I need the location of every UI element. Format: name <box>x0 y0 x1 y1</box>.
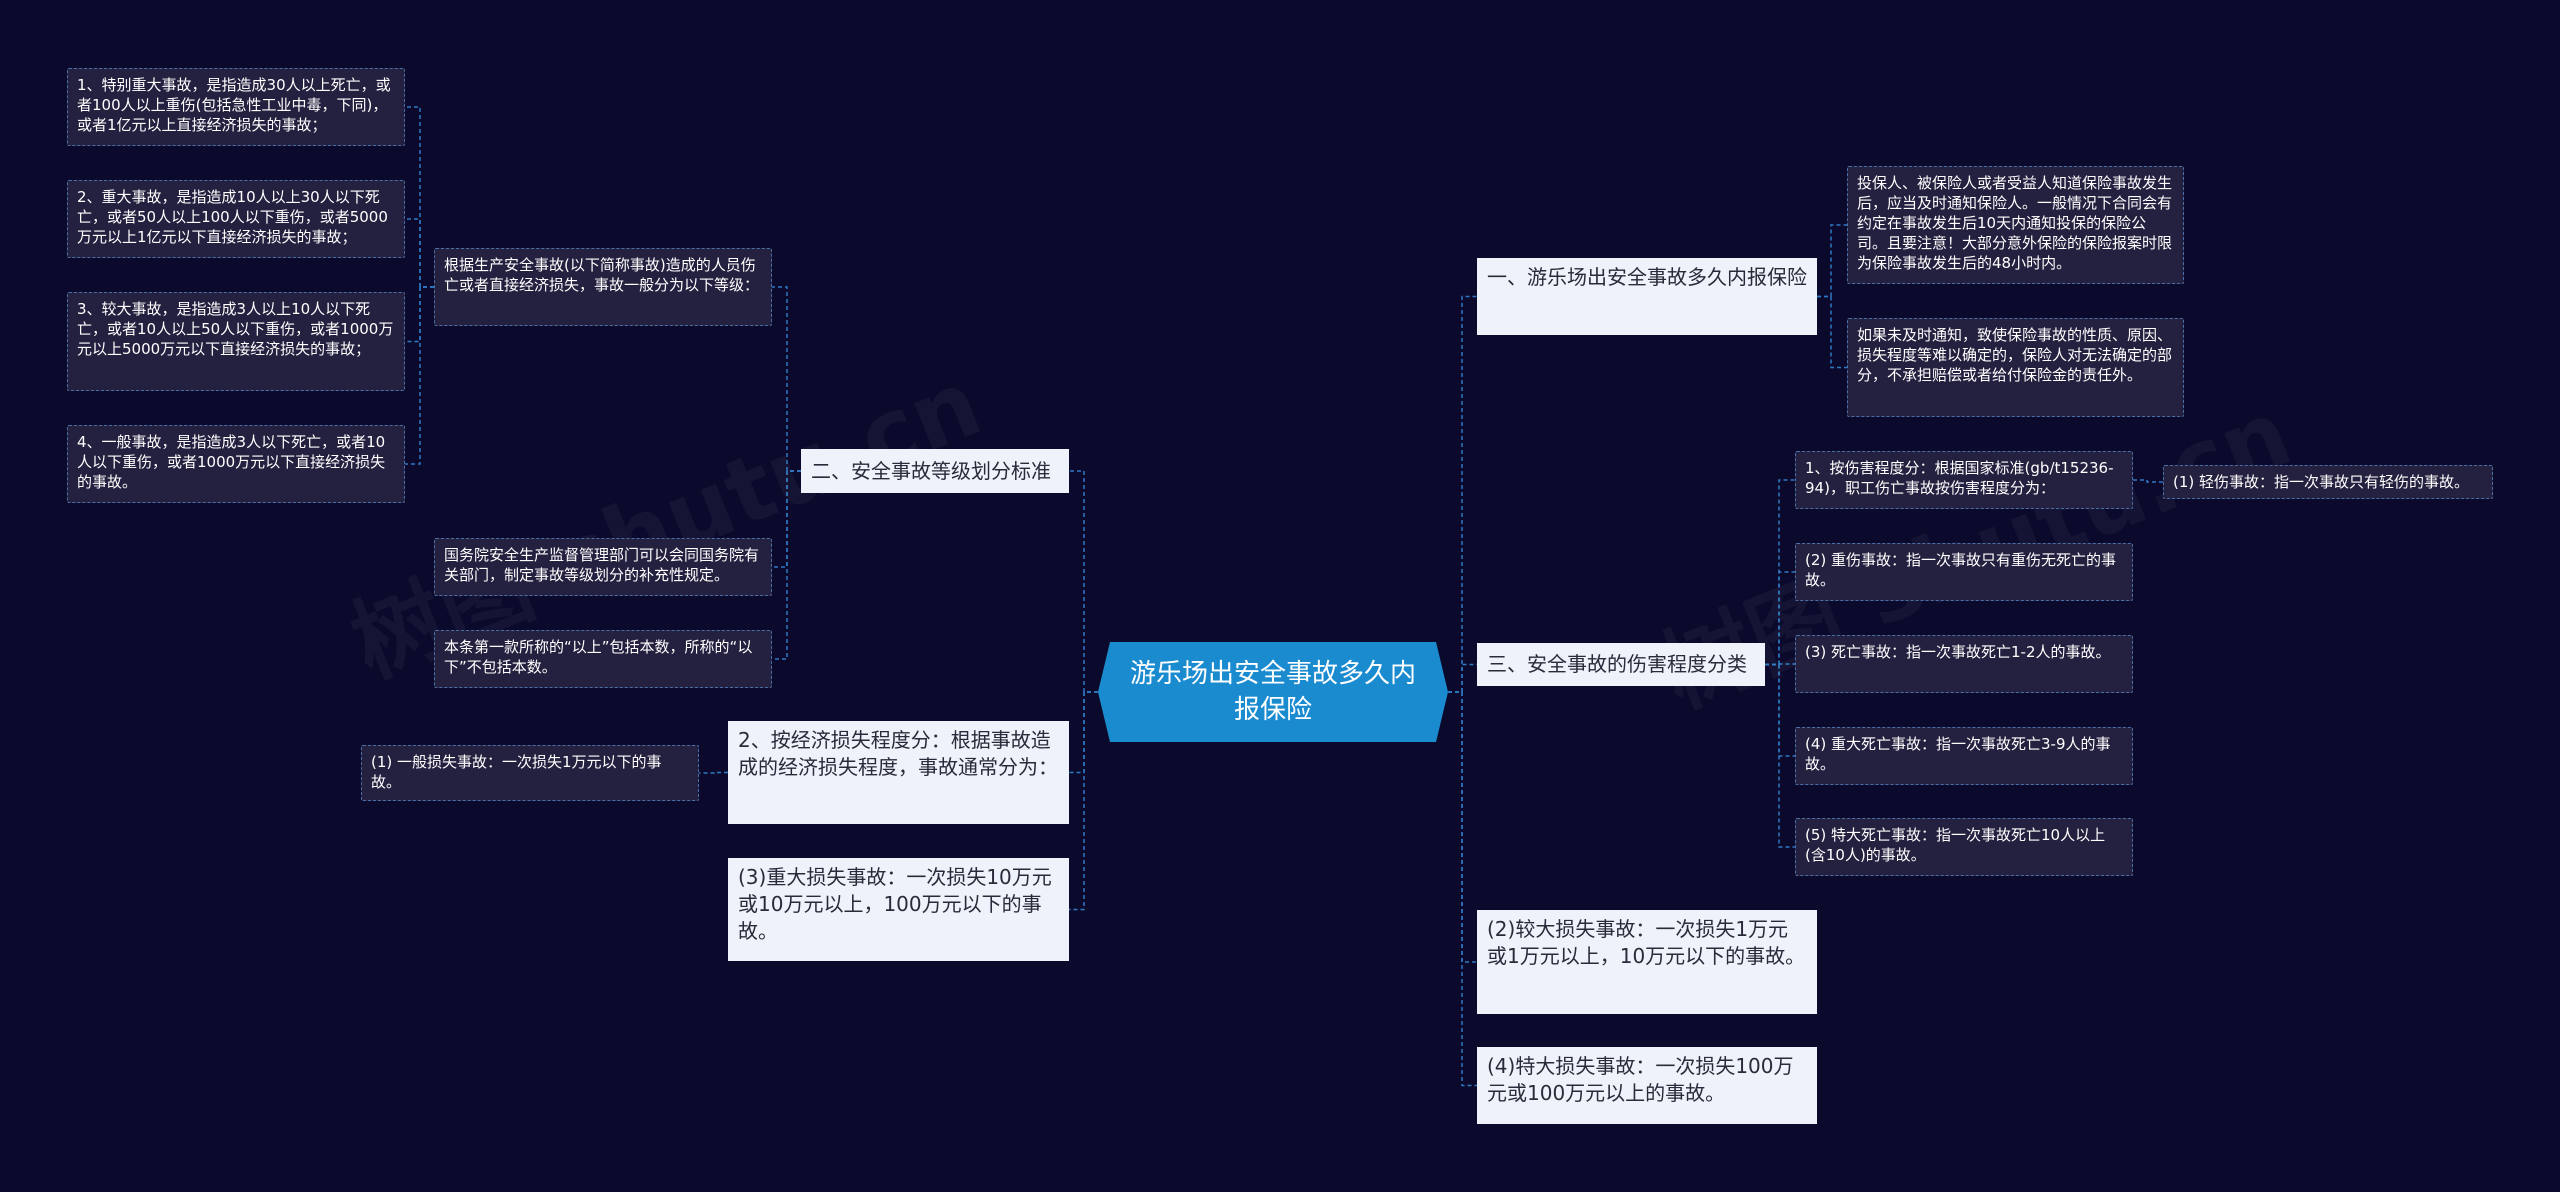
root-topic[interactable]: 游乐场出安全事故多久内报保险 <box>1098 642 1448 742</box>
connector-line <box>1448 691 1477 1087</box>
branch-economic-loss[interactable]: 2、按经济损失程度分：根据事故造成的经济损失程度，事故通常分为： <box>728 721 1069 824</box>
branch-report-deadline[interactable]: 一、游乐场出安全事故多久内报保险 <box>1477 258 1817 335</box>
connector-line <box>405 218 434 288</box>
leaf-report-timeline[interactable]: 投保人、被保险人或者受益人知道保险事故发生后，应当及时通知保险人。一般情况下合同… <box>1847 166 2184 284</box>
connector-line <box>1069 691 1098 774</box>
connector-line <box>405 106 434 288</box>
connector-line <box>1448 663 1477 693</box>
leaf-general-accident[interactable]: 4、一般事故，是指造成3人以下死亡，或者10人以下重伤，或者1000万元以下直接… <box>67 425 405 503</box>
connector-line <box>1817 295 1847 369</box>
leaf-major-accident[interactable]: 2、重大事故，是指造成10人以上30人以下死亡，或者50人以上100人以下重伤，… <box>67 180 405 258</box>
connector-line <box>405 286 434 343</box>
connector-line <box>1069 470 1098 693</box>
leaf-injury-standard[interactable]: 1、按伤害程度分：根据国家标准(gb/t15236-94)，职工伤亡事故按伤害程… <box>1795 451 2133 509</box>
connector-line <box>699 771 728 774</box>
leaf-major-fatal[interactable]: (4) 重大死亡事故：指一次事故死亡3-9人的事故。 <box>1795 727 2133 785</box>
connector-line <box>405 286 434 465</box>
connector-line <box>1448 295 1477 693</box>
branch-grade-standard[interactable]: 二、安全事故等级划分标准 <box>801 449 1069 493</box>
leaf-supplementary-rules[interactable]: 国务院安全生产监督管理部门可以会同国务院有关部门，制定事故等级划分的补充性规定。 <box>434 538 772 596</box>
leaf-especially-major-accident[interactable]: 1、特别重大事故，是指造成30人以上死亡，或者100人以上重伤(包括急性工业中毒… <box>67 68 405 146</box>
branch-larger-loss[interactable]: (2)较大损失事故：一次损失1万元或1万元以上，10万元以下的事故。 <box>1477 910 1817 1014</box>
branch-major-loss[interactable]: (3)重大损失事故：一次损失10万元或10万元以上，100万元以下的事故。 <box>728 858 1069 961</box>
leaf-late-notice[interactable]: 如果未及时通知，致使保险事故的性质、原因、损失程度等难以确定的，保险人对无法确定… <box>1847 318 2184 417</box>
connector-line <box>1817 224 1847 298</box>
leaf-grade-intro[interactable]: 根据生产安全事故(以下简称事故)造成的人员伤亡或者直接经济损失，事故一般分为以下… <box>434 248 772 326</box>
connector-line <box>1069 691 1098 911</box>
leaf-extra-major-fatal[interactable]: (5) 特大死亡事故：指一次事故死亡10人以上(含10人)的事故。 <box>1795 818 2133 876</box>
connector-line <box>1448 691 1477 963</box>
branch-injury-classification[interactable]: 三、安全事故的伤害程度分类 <box>1477 643 1765 686</box>
leaf-above-below-definition[interactable]: 本条第一款所称的“以上”包括本数，所称的“以下”不包括本数。 <box>434 630 772 688</box>
leaf-general-loss[interactable]: (1) 一般损失事故：一次损失1万元以下的事故。 <box>361 745 699 801</box>
leaf-fatal-accident[interactable]: (3) 死亡事故：指一次事故死亡1-2人的事故。 <box>1795 635 2133 693</box>
leaf-minor-injury[interactable]: (1) 轻伤事故：指一次事故只有轻伤的事故。 <box>2163 465 2493 499</box>
leaf-larger-accident[interactable]: 3、较大事故，是指造成3人以上10人以下死亡，或者10人以上50人以下重伤，或者… <box>67 292 405 391</box>
leaf-serious-injury[interactable]: (2) 重伤事故：指一次事故只有重伤无死亡的事故。 <box>1795 543 2133 601</box>
branch-extra-major-loss[interactable]: (4)特大损失事故：一次损失100万元或100万元以上的事故。 <box>1477 1047 1817 1124</box>
